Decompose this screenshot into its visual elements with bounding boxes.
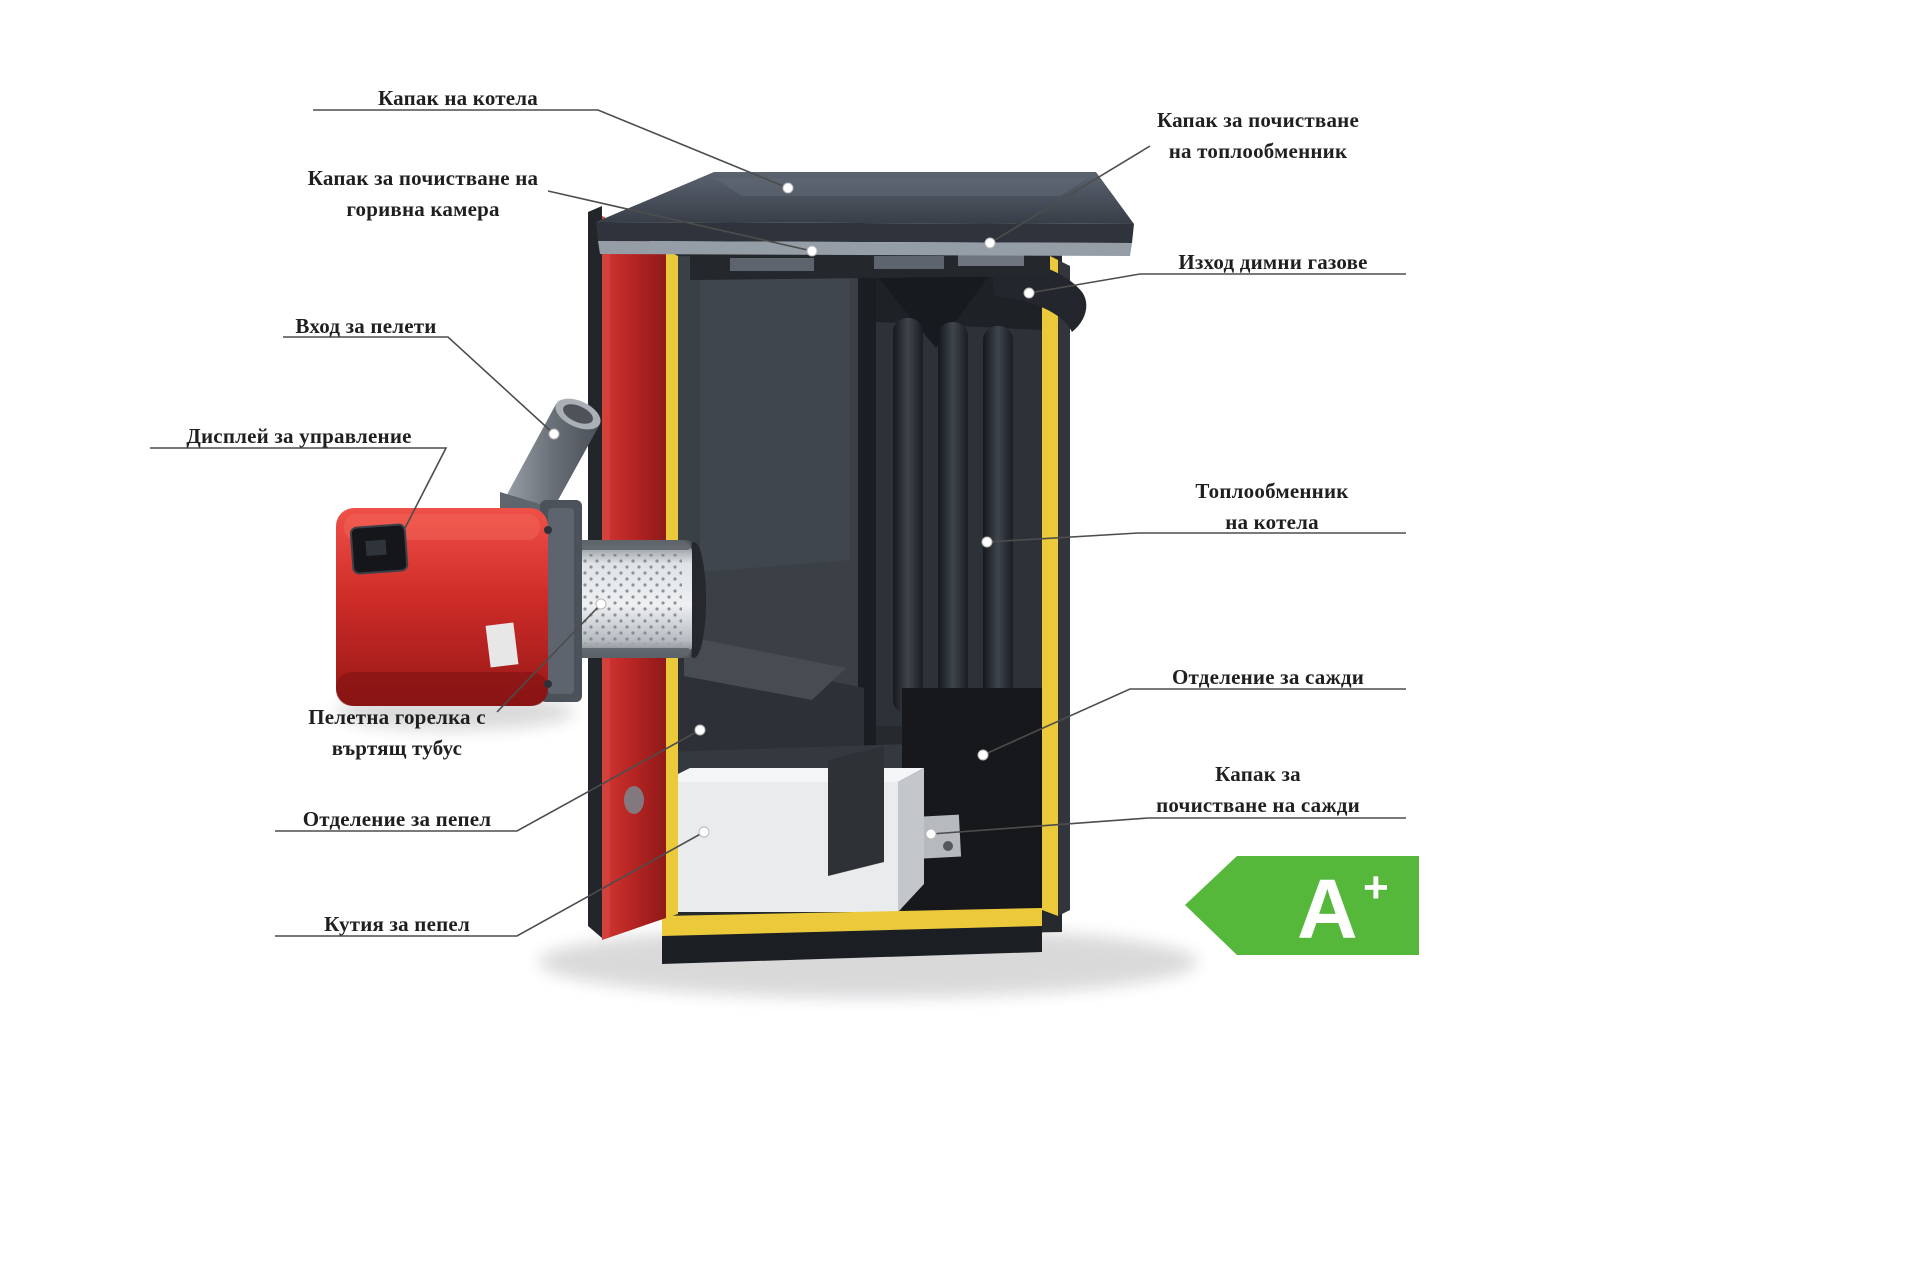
label-pellet-burner-line1: Пелетна горелка с: [308, 705, 486, 729]
dot-pellet-inlet: [548, 428, 560, 440]
heat-exchanger-tubes: [893, 318, 1013, 714]
label-boiler-lid: Капак на котела: [313, 83, 603, 114]
boiler-interior: [662, 248, 1062, 964]
label-hx-cleaning: Капак за почистване на топлообменник: [1146, 105, 1370, 167]
label-heat-exchanger-line2: на котела: [1225, 510, 1319, 534]
line-ash-compartment: [275, 729, 701, 832]
label-flue-outlet-text: Изход димни газове: [1178, 250, 1368, 274]
dot-flue-outlet: [1023, 287, 1035, 299]
energy-rating-badge: A +: [1185, 856, 1419, 955]
line-flue-outlet: [1028, 273, 1406, 294]
label-combustion-cleaning-line2: горивна камера: [346, 197, 500, 221]
energy-arrow-shape: [1185, 856, 1419, 955]
dot-hx-cleaning: [984, 237, 996, 249]
label-ash-box-text: Кутия за пепел: [324, 912, 470, 936]
label-soot-compartment: Отделение за сажди: [1130, 662, 1406, 693]
dot-boiler-lid: [782, 182, 794, 194]
boiler-lid-shape: [596, 172, 1134, 256]
label-combustion-cleaning-line1: Капак за почистване на: [307, 166, 539, 190]
line-pellet-inlet: [283, 336, 555, 435]
label-hx-cleaning-line1: Капак за почистване: [1156, 108, 1359, 132]
dot-soot-cleaning: [925, 828, 937, 840]
label-pellet-burner-line2: въртящ тубус: [331, 736, 463, 760]
pellet-burner-shape: [336, 500, 582, 706]
label-soot-cleaning-line1: Капак за: [1215, 762, 1301, 786]
dot-ash-compartment: [694, 724, 706, 736]
label-flue-outlet: Изход димни газове: [1140, 247, 1406, 278]
label-heat-exchanger-line1: Топлообменник: [1195, 479, 1349, 503]
label-pellet-burner: Пелетна горелка с въртящ тубус: [272, 702, 522, 764]
dot-soot-compartment: [977, 749, 989, 761]
label-soot-cleaning: Капак за почистване на сажди: [1146, 759, 1370, 821]
line-pellet-burner: [496, 603, 602, 713]
label-combustion-cleaning: Капак за почистване на горивна камера: [292, 163, 554, 225]
label-soot-cleaning-line2: почистване на сажди: [1156, 793, 1360, 817]
label-pellet-inlet-text: Вход за пелети: [295, 314, 437, 338]
line-boiler-lid: [313, 109, 789, 189]
line-hx-cleaning: [989, 145, 1151, 244]
label-boiler-lid-text: Капак на котела: [378, 86, 538, 110]
line-soot-compartment: [982, 688, 1406, 756]
dot-ash-box: [698, 826, 710, 838]
line-soot-cleaning: [930, 817, 1406, 835]
dot-combustion-cleaning: [806, 245, 818, 257]
smoke-outlet: [992, 258, 1087, 332]
line-ash-box: [275, 831, 705, 937]
control-display-screen: [349, 523, 409, 575]
right-panel-cut: [1042, 252, 1070, 916]
line-combustion-cleaning: [547, 190, 813, 252]
dot-pellet-burner: [595, 598, 607, 610]
callout-lines: [150, 109, 1406, 937]
label-control-display-text: Дисплей за управление: [186, 424, 412, 448]
label-hx-cleaning-line2: на топлообменник: [1168, 139, 1348, 163]
label-ash-compartment: Отделение за пепел: [275, 804, 519, 835]
burner-sticker: [485, 622, 519, 668]
ash-box: [662, 746, 924, 912]
label-soot-compartment-text: Отделение за сажди: [1171, 665, 1364, 689]
line-heat-exchanger: [986, 532, 1406, 543]
callout-dots: [548, 182, 1035, 840]
line-control-display: [150, 447, 448, 531]
label-ash-compartment-text: Отделение за пепел: [302, 807, 492, 831]
energy-rating-plus: +: [1363, 863, 1389, 912]
soot-compartment: [902, 688, 1042, 916]
label-ash-box: Кутия за пепел: [275, 909, 519, 940]
dot-heat-exchanger: [981, 536, 993, 548]
label-pellet-inlet: Вход за пелети: [283, 311, 449, 342]
energy-rating-letter: A: [1297, 862, 1358, 955]
label-control-display: Дисплей за управление: [150, 421, 448, 452]
label-heat-exchanger: Топлообменник на котела: [1138, 476, 1406, 538]
burner-tube: [566, 540, 706, 658]
